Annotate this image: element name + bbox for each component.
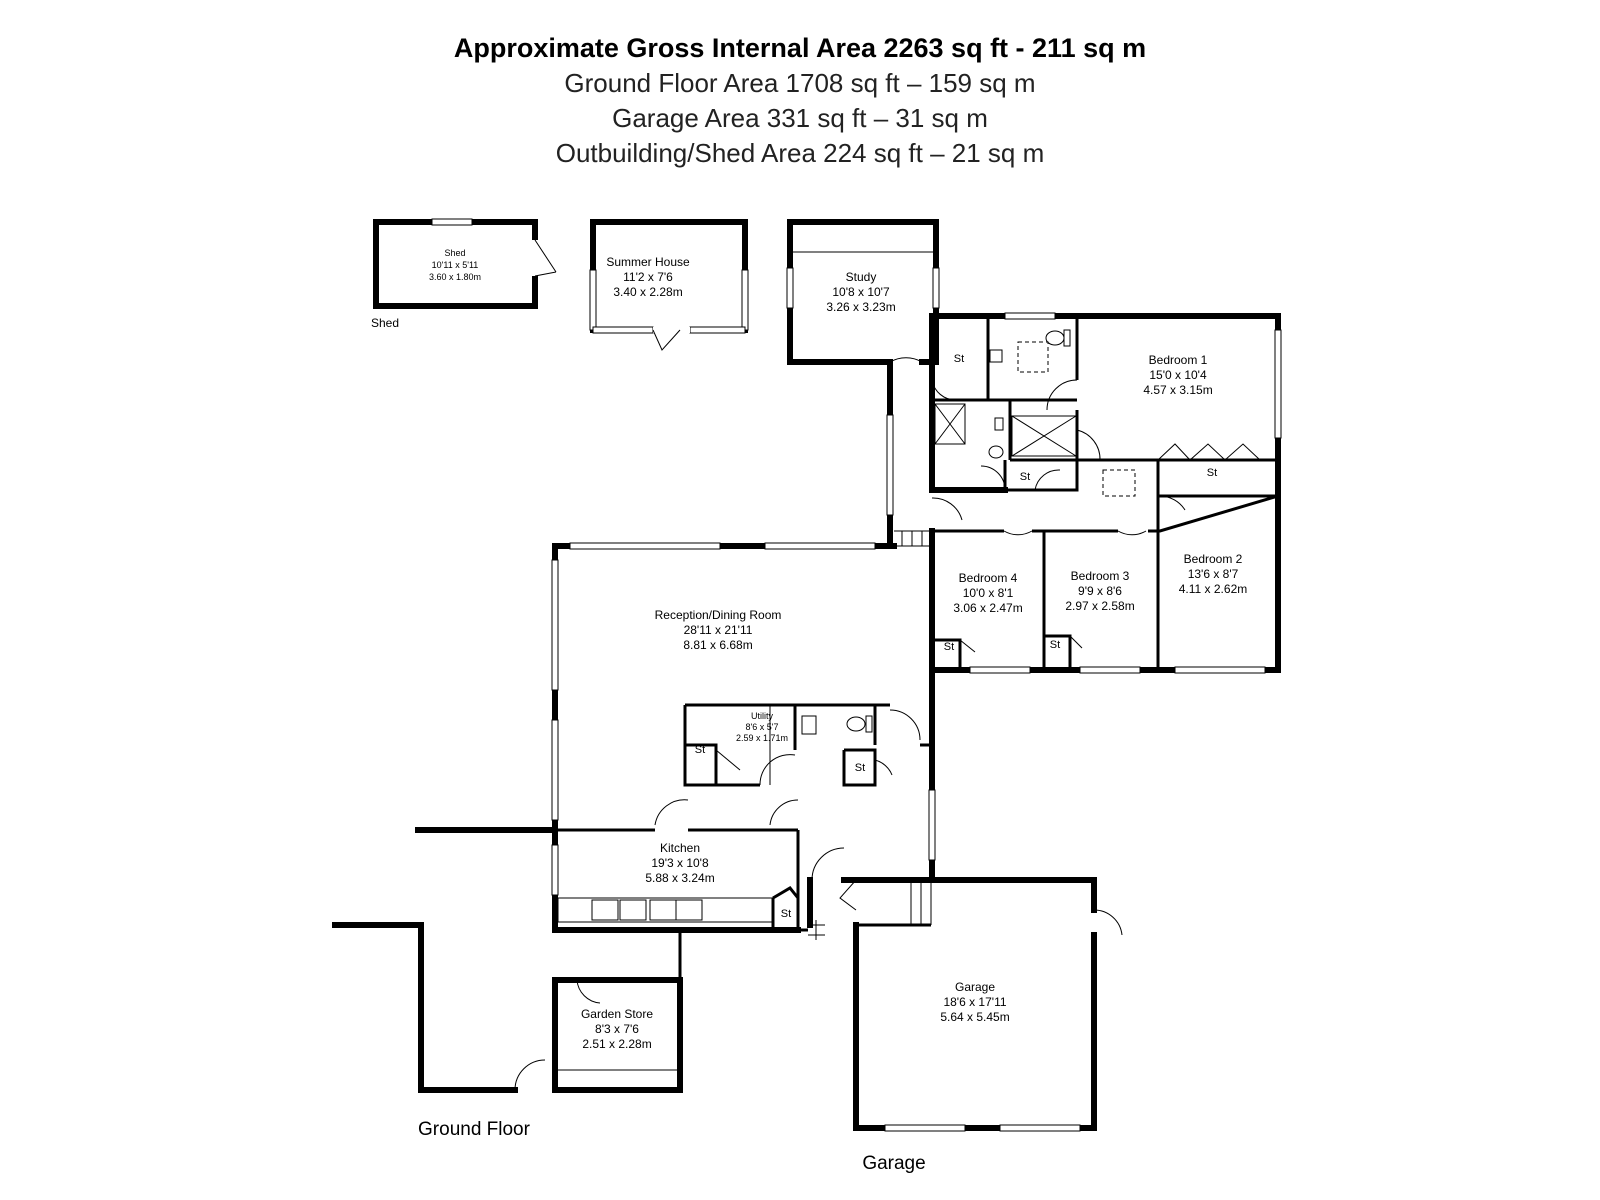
reception-imperial: 28'11 x 21'11	[684, 623, 753, 637]
shed-name: Shed	[444, 248, 465, 258]
store-label: St	[1050, 639, 1060, 651]
kitchen-imperial: 19'3 x 10'8	[651, 856, 709, 870]
summer-house-name: Summer House	[606, 255, 690, 269]
garage-room: Garage 18'6 x 17'11 5.64 x 5.45m	[839, 877, 1123, 1132]
store-label: St	[781, 908, 791, 920]
bedroom2-metric: 4.11 x 2.62m	[1179, 582, 1247, 596]
ground-floor-label: Ground Floor	[418, 1119, 531, 1140]
shed-imperial: 10'11 x 5'11	[432, 260, 479, 270]
store-label: St	[855, 762, 865, 774]
bedroom3-metric: 2.97 x 2.58m	[1065, 599, 1134, 613]
store-label: St	[954, 353, 964, 365]
reception-room: Reception/Dining Room 28'11 x 21'11 8.81…	[551, 530, 936, 883]
bedroom4-imperial: 10'0 x 8'1	[963, 586, 1014, 600]
bedroom3-imperial: 9'9 x 8'6	[1078, 584, 1122, 598]
bedroom3-name: Bedroom 3	[1071, 569, 1130, 583]
study-name: Study	[846, 270, 877, 284]
garage-name: Garage	[955, 980, 995, 994]
summer-house-room: Summer House 11'2 x 7'6 3.40 x 2.28m	[589, 219, 749, 351]
total-area: Approximate Gross Internal Area 2263 sq …	[453, 33, 1147, 63]
summer-house-metric: 3.40 x 2.28m	[613, 285, 682, 299]
store-label: St	[1207, 467, 1217, 479]
study-metric: 3.26 x 3.23m	[826, 300, 895, 314]
shed-outside-label: Shed	[371, 316, 399, 330]
garage-area: Garage Area 331 sq ft – 31 sq m	[612, 103, 988, 133]
utility-name: Utility	[751, 711, 773, 721]
reception-metric: 8.81 x 6.68m	[683, 638, 752, 652]
bedroom4-name: Bedroom 4	[959, 571, 1018, 585]
garden-store-imperial: 8'3 x 7'6	[595, 1022, 639, 1036]
bedroom4-metric: 3.06 x 2.47m	[953, 601, 1022, 615]
utility-imperial: 8'6 x 5'7	[746, 722, 779, 732]
reception-name: Reception/Dining Room	[655, 608, 782, 622]
garage-floor-label: Garage	[862, 1153, 925, 1174]
garden-store-room: Garden Store 8'3 x 7'6 2.51 x 2.28m	[332, 922, 683, 1093]
bedroom2-imperial: 13'6 x 8'7	[1188, 567, 1239, 581]
kitchen-metric: 5.88 x 3.24m	[645, 871, 714, 885]
kitchen-room: St Kitchen 19'3 x 10'8 5.88 x 3.24m	[415, 799, 935, 940]
garden-store-name: Garden Store	[581, 1007, 653, 1021]
study-imperial: 10'8 x 10'7	[832, 285, 890, 299]
bedroom1-name: Bedroom 1	[1149, 353, 1208, 367]
shed-room: Shed 10'11 x 5'11 3.60 x 1.80m	[373, 218, 557, 309]
kitchen-name: Kitchen	[660, 841, 700, 855]
garage-metric: 5.64 x 5.45m	[940, 1010, 1009, 1024]
shed-metric: 3.60 x 1.80m	[429, 272, 481, 282]
bedroom1-imperial: 15'0 x 10'4	[1149, 368, 1207, 382]
store-label: St	[695, 744, 705, 756]
study-room: Study 10'8 x 10'7 3.26 x 3.23m	[786, 219, 940, 365]
garage-imperial: 18'6 x 17'11	[943, 995, 1006, 1009]
bedroom2-name: Bedroom 2	[1184, 552, 1243, 566]
garden-store-metric: 2.51 x 2.28m	[582, 1037, 651, 1051]
utility-metric: 2.59 x 1.71m	[736, 733, 788, 743]
store-label: St	[944, 641, 954, 653]
bedroom1-metric: 4.57 x 3.15m	[1143, 383, 1212, 397]
store-label: St	[1020, 471, 1030, 483]
area-summary: Approximate Gross Internal Area 2263 sq …	[0, 30, 1600, 171]
ground-floor-area: Ground Floor Area 1708 sq ft – 159 sq m	[564, 68, 1036, 98]
summer-house-imperial: 11'2 x 7'6	[623, 270, 673, 284]
utility-room: St St Utility 8'6 x 5'7 2.59 x 1.71m	[683, 703, 893, 787]
bedroom-wing: St St St St St Bedroom 1 15'0 x 10'4 4.5…	[886, 312, 1282, 674]
outbuilding-area: Outbuilding/Shed Area 224 sq ft – 21 sq …	[555, 138, 1045, 168]
